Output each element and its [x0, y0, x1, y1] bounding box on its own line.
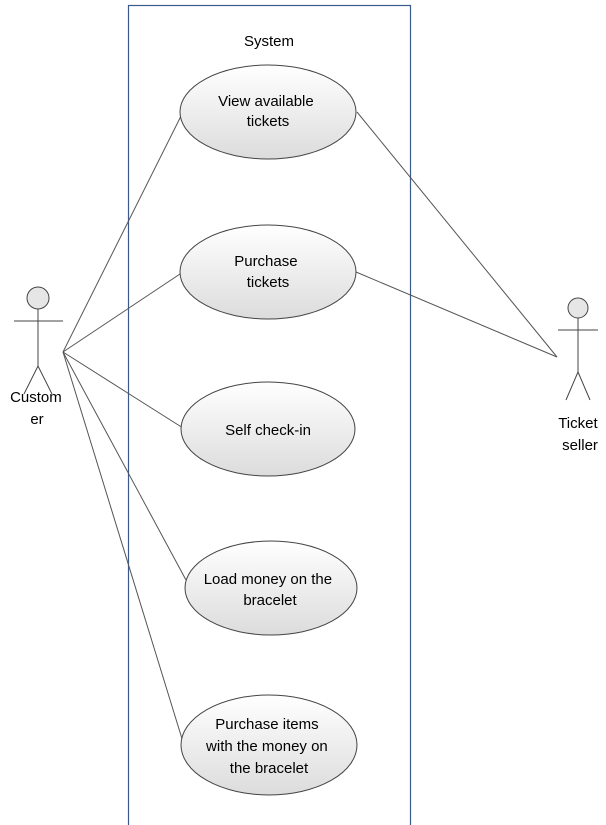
association-customer-load-money: [62, 351, 187, 581]
use-case-view-available-tickets[interactable]: View available tickets: [179, 64, 357, 160]
actor-right-leg: [577, 371, 591, 401]
actor-left-leg: [23, 365, 39, 395]
system-label: System: [244, 33, 294, 50]
association-customer-view-tickets: [62, 111, 184, 353]
associations: [62, 111, 558, 743]
association-seller-view-tickets: [356, 111, 558, 358]
association-customer-purchase-items: [62, 351, 184, 743]
use-case-label: Load money on the bracelet: [204, 571, 337, 609]
association-customer-self-check-in: [62, 351, 184, 429]
actor-left-leg: [565, 371, 579, 401]
actor-label: Ticket seller: [558, 415, 602, 454]
use-case-ellipse: [180, 381, 356, 477]
actor-label: Custom er: [10, 389, 66, 428]
actor-customer[interactable]: Custom er: [10, 286, 66, 428]
use-case-label: View available tickets: [218, 93, 318, 130]
actor-ticket-seller[interactable]: Ticket seller: [558, 297, 602, 454]
system-boundary: System: [127, 4, 412, 825]
use-case-load-money-on-bracelet[interactable]: Load money on the bracelet: [184, 540, 358, 636]
use-case-label: Self check-in: [225, 422, 311, 439]
use-case-ellipse: [180, 694, 358, 796]
actor-right-leg: [37, 365, 53, 395]
use-case-ellipse: [184, 540, 358, 636]
use-case-self-check-in[interactable]: Self check-in: [180, 381, 356, 477]
actor-head-icon: [567, 297, 589, 319]
use-case-purchase-items-with-bracelet-money[interactable]: Purchase items with the money on the bra…: [180, 694, 358, 796]
use-case-label: Purchase items with the money on the bra…: [205, 716, 332, 777]
use-case-label: Purchase tickets: [234, 253, 302, 291]
use-case-ellipse: [179, 224, 357, 320]
association-customer-purchase-tickets: [62, 271, 184, 353]
use-case-purchase-tickets[interactable]: Purchase tickets: [179, 224, 357, 320]
system-boundary-box: [127, 4, 412, 825]
actor-head-icon: [26, 286, 50, 310]
use-case-ellipse: [179, 64, 357, 160]
association-seller-purchase-tickets: [355, 271, 558, 358]
